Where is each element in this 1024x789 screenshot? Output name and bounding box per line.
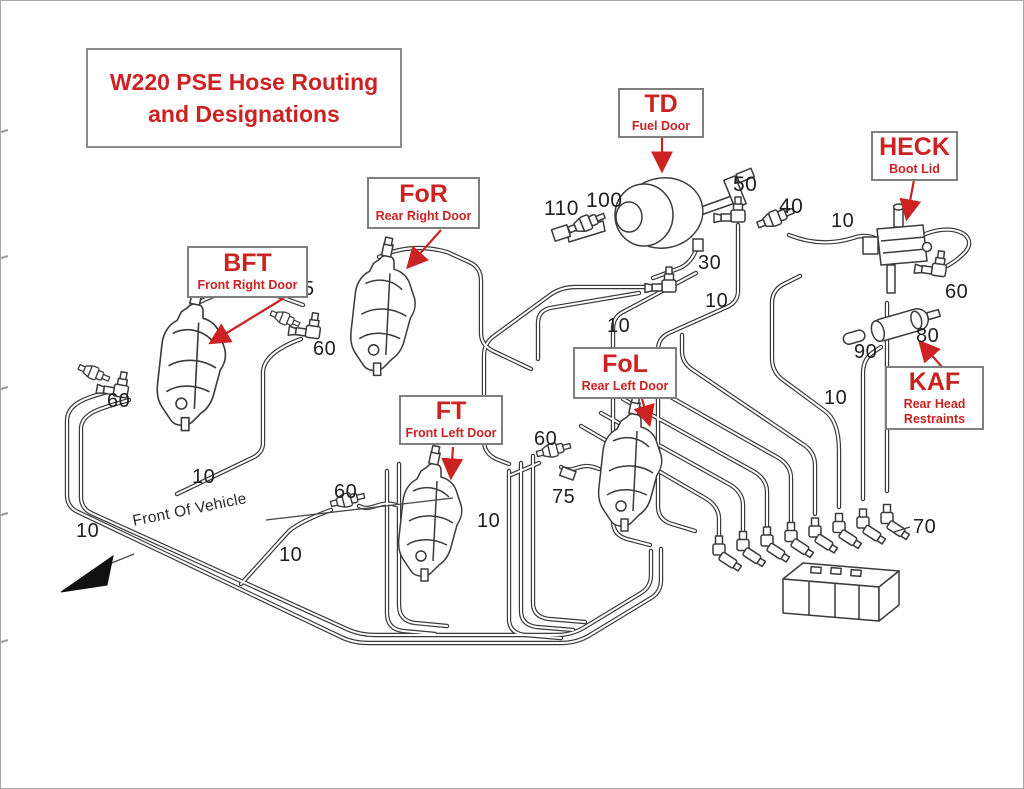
hose-size-label: 10 — [76, 520, 100, 542]
hose-size-label: 10 — [279, 544, 303, 566]
callout-ft-code: FT — [435, 397, 467, 426]
boot-lid-valve-block — [862, 203, 933, 294]
hose-size-label: 10 — [192, 466, 216, 488]
callout-ft-desc: Front Left Door — [405, 426, 497, 441]
callout-kaf-desc2: Restraints — [903, 411, 966, 426]
callout-bft: BFT Front Right Door — [187, 246, 308, 298]
coupler-bft — [75, 360, 112, 386]
fuel-door-actuator — [550, 167, 756, 252]
hose-size-label: 5 — [303, 278, 315, 300]
callout-fol-desc: Rear Left Door — [581, 379, 669, 394]
hose-size-label: 50 — [733, 173, 758, 196]
hose-size-label: 60 — [334, 481, 358, 503]
callout-td: TD Fuel Door — [618, 88, 704, 138]
callout-kaf-code: KAF — [908, 368, 961, 397]
front-right-door-actuator — [156, 283, 227, 432]
callout-td-desc: Fuel Door — [631, 119, 691, 134]
diagram-title-line1: W220 PSE Hose Routing — [109, 68, 379, 95]
leader-line-70 — [893, 526, 911, 533]
hose-size-label: 10 — [477, 510, 501, 532]
hose-size-label: 30 — [698, 252, 722, 274]
hose-size-label: 40 — [779, 195, 804, 218]
hose-size-label: 60 — [945, 281, 969, 303]
callout-heck-desc: Boot Lid — [889, 162, 940, 177]
callout-for: FoR Rear Right Door — [367, 177, 480, 229]
callout-fol: FoL Rear Left Door — [573, 347, 677, 399]
callout-ft: FT Front Left Door — [399, 395, 503, 445]
callout-bft-code: BFT — [223, 249, 272, 278]
callout-bft-desc: Front Right Door — [197, 278, 298, 293]
edge-tick-marks — [1, 129, 9, 643]
callout-heck-code: HECK — [879, 133, 950, 162]
hose-size-label: 10 — [831, 210, 855, 232]
rear-head-restraint-filter — [842, 308, 941, 345]
hose-size-label: 10 — [824, 387, 848, 409]
hose-size-label: 100 — [586, 189, 623, 212]
callout-td-code: TD — [644, 90, 678, 119]
hose-size-label: 90 — [854, 341, 878, 363]
hose-size-label: 75 — [552, 486, 576, 508]
red-callout-arrows — [208, 138, 943, 481]
callout-for-code: FoR — [399, 180, 448, 209]
hose-size-label: 60 — [313, 338, 337, 360]
diagram-title-box: W220 PSE Hose Routing and Designations — [86, 48, 402, 148]
front-of-vehicle-arrow — [60, 497, 454, 593]
callout-for-desc: Rear Right Door — [375, 209, 472, 224]
hose-size-label: 80 — [916, 325, 940, 347]
hose-size-label: 110 — [544, 197, 579, 220]
callout-kaf-desc1: Rear Head — [903, 397, 966, 412]
callout-fol-code: FoL — [602, 350, 648, 379]
callout-heck: HECK Boot Lid — [871, 131, 958, 181]
hose-size-label: 70 — [913, 516, 937, 538]
rear-right-door-actuator — [350, 236, 416, 377]
hose-size-label: 10 — [607, 315, 631, 337]
hose-size-label: 60 — [107, 390, 131, 412]
connector-75 — [558, 466, 577, 481]
hose-size-label: 60 — [534, 428, 558, 450]
diagram-title-line2: and Designations — [148, 101, 340, 127]
elbow-30 — [644, 266, 677, 294]
coupler-for — [268, 306, 303, 331]
pump-block — [782, 562, 900, 622]
hose-size-label: 10 — [705, 290, 729, 312]
callout-kaf: KAF Rear Head Restraints — [885, 366, 984, 430]
